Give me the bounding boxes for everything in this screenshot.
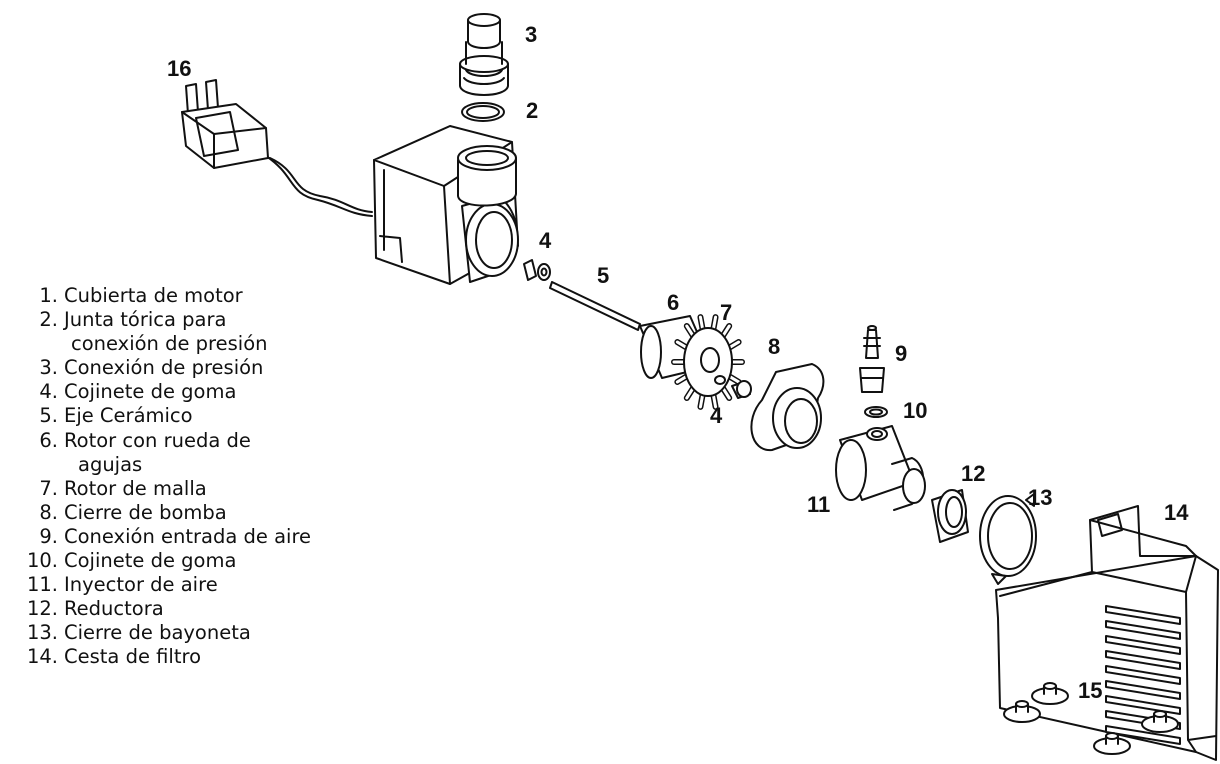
callout-9: 9	[895, 341, 908, 366]
reducer-part-12	[932, 490, 968, 542]
rubber-bearing-part-4b	[732, 381, 751, 398]
suction-cups-part-15	[1004, 683, 1178, 754]
legend-item: 8.Cierre de bomba	[39, 500, 227, 524]
callout-5: 5	[597, 263, 610, 288]
bayonet-closure-part-13	[980, 494, 1036, 584]
legend-item-continuation: agujas	[78, 452, 143, 476]
callout-15: 15	[1078, 678, 1103, 703]
legend-item: 5.Eje Cerámico	[39, 404, 193, 428]
callout-12: 12	[961, 461, 986, 486]
callout-4-lower: 4	[710, 403, 723, 428]
callout-7: 7	[720, 300, 733, 325]
callout-13: 13	[1028, 485, 1053, 510]
legend-item: 9.Conexión entrada de aire	[39, 524, 312, 548]
plug-part-16	[182, 80, 372, 216]
filter-basket-part-14	[996, 506, 1218, 760]
legend-item: 2.Junta tórica para	[39, 308, 227, 332]
pressure-connection-part-3	[460, 14, 508, 95]
legend-item: 13.Cierre de bayoneta	[26, 621, 251, 645]
legend-item: 6.Rotor con rueda de	[39, 428, 251, 452]
rubber-bearing-part-4	[524, 260, 550, 280]
legend-item: 11.Inyector de aire	[26, 573, 218, 597]
legend-item: 4.Cojinete de goma	[39, 380, 237, 404]
air-inlet-part-9	[860, 326, 884, 392]
callout-4-upper: 4	[539, 228, 552, 253]
callout-3: 3	[525, 22, 538, 47]
callout-6: 6	[667, 290, 680, 315]
legend-item: 12.Reductora	[26, 597, 164, 621]
mesh-rotor-part-7	[674, 317, 742, 407]
callout-8: 8	[768, 334, 781, 359]
callout-16: 16	[167, 56, 192, 81]
callout-11: 11	[807, 492, 831, 517]
pump-cover-part-8	[751, 364, 823, 450]
legend-item-continuation: conexión de presión	[71, 332, 268, 356]
legend-item: 14.Cesta de filtro	[26, 645, 202, 669]
parts-legend: 1.Cubierta de motor 2.Junta tórica para …	[0, 284, 380, 670]
legend-item: 3.Conexión de presión	[39, 356, 264, 380]
o-ring-part-2	[462, 103, 504, 121]
air-injector-part-11	[836, 426, 925, 510]
ceramic-shaft-part-5	[550, 282, 640, 330]
rubber-bearing-part-10	[865, 407, 887, 417]
callout-2: 2	[526, 98, 539, 123]
callout-10: 10	[903, 398, 928, 423]
legend-item: 1.Cubierta de motor	[39, 284, 243, 307]
legend-item: 10.Cojinete de goma	[26, 549, 237, 573]
callout-14: 14	[1164, 500, 1189, 525]
motor-housing-part-1	[374, 126, 518, 284]
legend-item: 7.Rotor de malla	[39, 476, 207, 500]
